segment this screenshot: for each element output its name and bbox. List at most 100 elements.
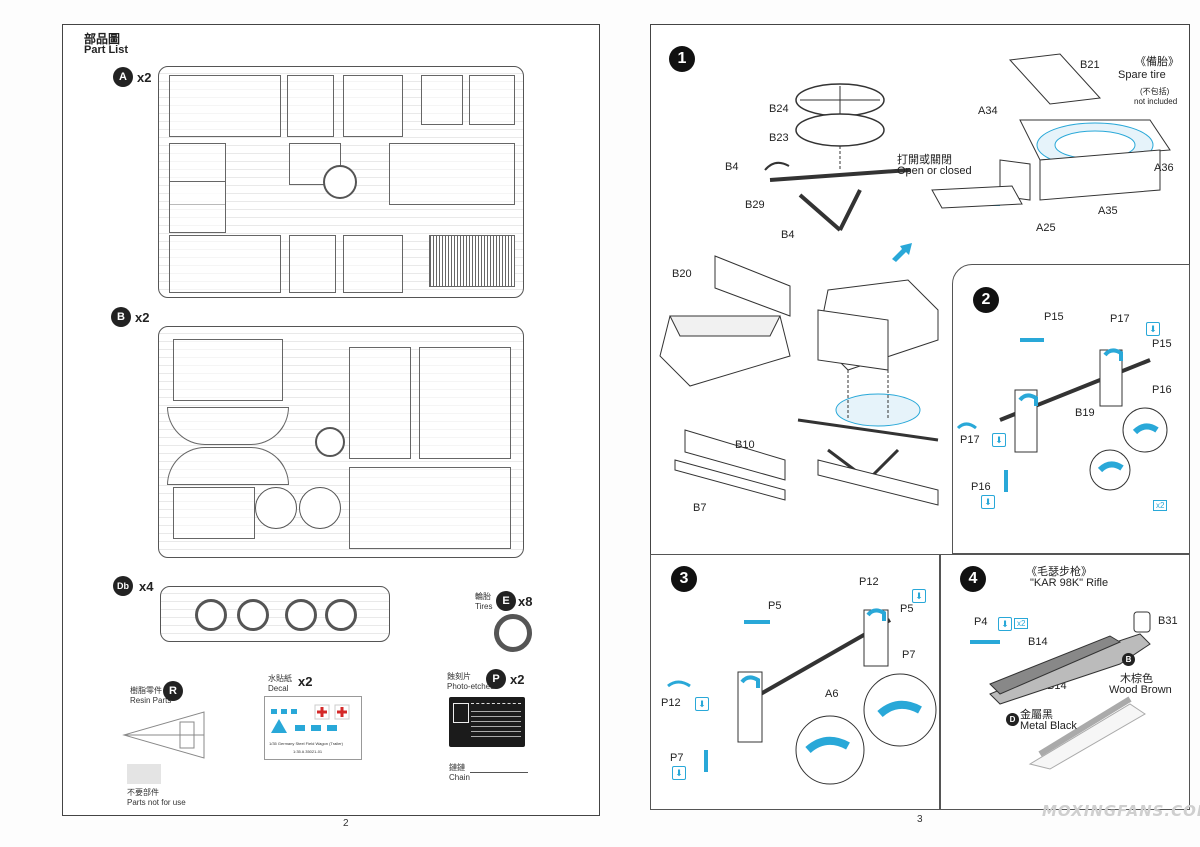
label-p17-left: P17	[960, 434, 980, 446]
decal-label-cn: 水貼紙	[268, 674, 292, 683]
decal-qty: x2	[298, 674, 313, 689]
resin-label-en: Resin Parts	[130, 696, 172, 705]
label-b21: B21	[1080, 59, 1100, 71]
label-p12-top: P12	[859, 576, 879, 588]
decal-caption: 1/35 Germany Steel Field Wagon (Trailer)	[269, 741, 343, 746]
decal-artwork	[271, 704, 350, 733]
chain-label-en: Chain	[449, 773, 470, 782]
sprue-a-drawing	[158, 66, 524, 298]
label-p4: P4	[974, 616, 988, 628]
sprue-b-badge: B	[111, 307, 131, 327]
label-b4-bottom: B4	[781, 229, 795, 241]
label-b23: B23	[769, 132, 789, 144]
step-2-pe-icon-bottom: ⬇	[981, 495, 995, 509]
decal-sheet: 1/35 Germany Steel Field Wagon (Trailer)…	[264, 696, 362, 760]
right-page: 1 B24 B23 B4 B29 B4 B21 《備胎》 Spare tire …	[600, 0, 1200, 847]
step-3-pe-icon-left: ⬇	[695, 697, 709, 711]
page-number-right: 3	[917, 814, 923, 825]
label-a35: A35	[1098, 205, 1118, 217]
page-number-left: 2	[343, 818, 349, 829]
label-b10: B10	[735, 439, 755, 451]
label-p17-top: P17	[1110, 313, 1130, 325]
label-b20: B20	[672, 268, 692, 280]
tires-label-cn: 輪胎	[475, 592, 491, 601]
step-2-pe-icon-left: ⬇	[992, 433, 1006, 447]
label-b24: B24	[769, 103, 789, 115]
step-3-pe-icon-bottom: ⬇	[672, 766, 686, 780]
step-2-pe-icon-top: ⬇	[1146, 322, 1160, 336]
pe-label-cn: 蝕刻片	[447, 672, 471, 681]
label-a36: A36	[1154, 162, 1174, 174]
sprue-a-qty: x2	[137, 70, 152, 85]
label-b4-top: B4	[725, 161, 739, 173]
sprue-db-badge: Db	[113, 576, 133, 596]
label-p7-right: P7	[902, 649, 916, 661]
resin-part-drawing	[122, 711, 205, 759]
label-b14-top: B14	[1028, 636, 1048, 648]
sprue-db-qty: x4	[139, 579, 154, 594]
label-b7: B7	[693, 502, 707, 514]
left-page: 部品圖 Part List A x2 B x2 Db x4	[62, 24, 600, 829]
rifle-title-en: "KAR 98K" Rifle	[1030, 577, 1109, 589]
spare-tire-cn: 《備胎》	[1135, 56, 1179, 68]
step-1-main-assembly	[797, 279, 939, 506]
step-4-multiplier: x2	[1014, 618, 1029, 629]
paint-b-badge: B	[1122, 653, 1135, 666]
label-p16-right: P16	[1152, 384, 1172, 396]
pe-label-en: Photo-etched	[447, 682, 495, 691]
label-p7-left: P7	[670, 752, 684, 764]
sprue-a-badge: A	[113, 67, 133, 87]
label-p12-left: P12	[661, 697, 681, 709]
open-closed-cn: 打開或關閉	[897, 154, 952, 166]
step-2-axle-drawing	[956, 338, 1168, 492]
open-closed-en: Open or closed	[897, 165, 972, 177]
step-1-box-b20	[659, 255, 791, 387]
step-4-number: 4	[960, 566, 986, 592]
watermark: MOXINGFANS.COM	[1042, 802, 1200, 820]
paint-d-badge: D	[1006, 713, 1019, 726]
tires-qty: x8	[518, 594, 533, 609]
label-p15-right: P15	[1152, 338, 1172, 350]
paint-d-en: Metal Black	[1020, 720, 1077, 732]
step-2-number: 2	[973, 287, 999, 313]
resin-badge: R	[163, 681, 183, 701]
step-1-number: 1	[669, 46, 695, 72]
label-p15-left: P15	[1044, 311, 1064, 323]
part-list-title-cn: 部品圖	[84, 32, 121, 46]
paint-b-cn: 木棕色	[1120, 673, 1153, 685]
paint-b-en: Wood Brown	[1109, 684, 1172, 696]
label-b31: B31	[1158, 615, 1178, 627]
label-p5-left: P5	[768, 600, 782, 612]
chain-label-cn: 鏈鏈	[449, 763, 465, 772]
label-a25: A25	[1036, 222, 1056, 234]
tires-label-en: Tires	[475, 602, 493, 611]
label-a6: A6	[825, 688, 839, 700]
decal-label-en: Decal	[268, 684, 289, 693]
not-for-use-en: Parts not for use	[127, 798, 186, 807]
resin-label-cn: 樹脂零件	[130, 686, 162, 695]
pe-fret	[449, 697, 525, 747]
step-3-number: 3	[671, 566, 697, 592]
not-for-use-swatch	[127, 764, 161, 784]
paint-d-cn: 金屬黑	[1020, 709, 1053, 721]
not-included-cn: (不包括)	[1140, 87, 1170, 96]
pe-qty: x2	[510, 672, 525, 687]
sprue-b-qty: x2	[135, 310, 150, 325]
sprue-b-drawing	[158, 326, 524, 558]
decal-code: 1:35 A 35021-01	[293, 749, 323, 754]
step-1-swivel-assembly	[764, 83, 911, 232]
rifle-title-cn: 《毛瑟步枪》	[1026, 566, 1092, 578]
step-4-rifle-drawing	[970, 611, 1151, 770]
step-3-axle-drawing	[667, 608, 937, 785]
step-1-panel-a25	[931, 185, 1023, 209]
chain-drawing	[470, 772, 528, 773]
label-a34: A34	[978, 105, 998, 117]
spare-tire-en: Spare tire	[1118, 69, 1166, 81]
label-b29: B29	[745, 199, 765, 211]
step-1-spare-tire-box	[999, 53, 1171, 201]
not-included-en: not included	[1134, 97, 1178, 106]
label-b19: B19	[1075, 407, 1095, 419]
not-for-use-cn: 不要部件	[127, 788, 159, 797]
step-2-multiplier: x2	[1153, 500, 1168, 511]
label-p5-right: P5	[900, 603, 914, 615]
